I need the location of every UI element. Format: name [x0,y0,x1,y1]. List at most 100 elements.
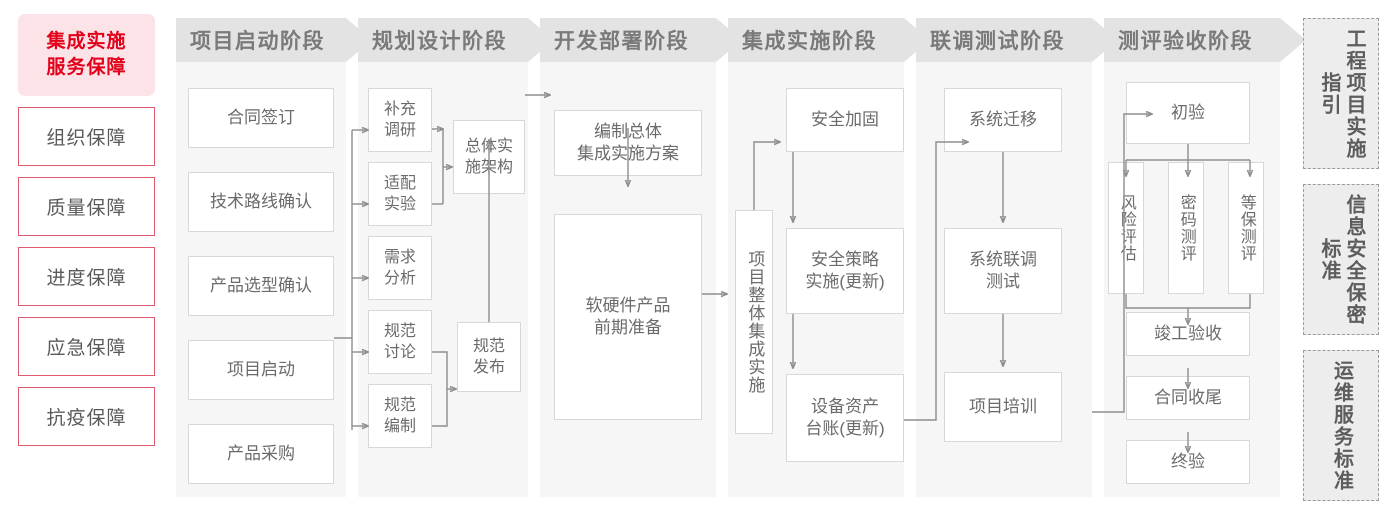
node-label: 密码测评 [1177,194,1195,262]
node-label: 安全策略实施(更新) [805,249,885,291]
node-product-procurement[interactable]: 产品采购 [188,424,334,484]
node-label: 适配实验 [383,174,416,213]
node-label: 项目整体集成实施 [745,250,765,394]
phase-title: 开发部署阶段 [554,30,689,53]
standard-panel-om-service-standard[interactable]: 运维服务标准 [1303,350,1379,501]
node-label: 补充调研 [383,100,416,139]
phase-title: 项目启动阶段 [190,30,325,53]
node-compile-overall-plan[interactable]: 编制总体集成实施方案 [554,110,702,176]
node-crypto-evaluation[interactable]: 密码测评 [1168,162,1204,294]
guarantee-item-organization[interactable]: 组织保障 [18,107,155,166]
hero-title-line2: 服务保障 [46,57,127,78]
node-label: 终验 [1171,451,1205,471]
node-label: 总体实施架构 [464,137,513,176]
node-label: 合同收尾 [1154,387,1222,407]
node-label: 竣工验收 [1154,323,1222,343]
node-label: 等保测评 [1237,194,1255,262]
hero-title: 集成实施 服务保障 [18,14,155,96]
standard-panel-infosec-standard[interactable]: 信息安全保密标准 [1303,184,1379,335]
guarantee-label: 抗疫保障 [46,408,127,429]
node-label: 规范编制 [383,396,416,435]
node-label: 合同签订 [227,107,295,127]
phase-title: 集成实施阶段 [742,30,877,53]
node-supplementary-research[interactable]: 补充调研 [368,88,432,152]
phase-header-plan: 规划设计阶段 [358,18,554,62]
standard-panel-engineering-guideline[interactable]: 工程项目实施指引 [1303,18,1379,169]
node-label: 规范讨论 [383,322,416,361]
node-system-joint-test[interactable]: 系统联调测试 [944,228,1062,314]
phase-header-acceptance: 测评验收阶段 [1104,18,1306,62]
node-project-training[interactable]: 项目培训 [944,372,1062,442]
node-label: 产品采购 [227,443,295,463]
node-product-selection-confirm[interactable]: 产品选型确认 [188,256,334,316]
node-spec-drafting[interactable]: 规范编制 [368,384,432,448]
node-adaptation-experiment[interactable]: 适配实验 [368,162,432,226]
node-asset-ledger[interactable]: 设备资产台账(更新) [786,374,904,462]
node-project-kickoff[interactable]: 项目启动 [188,340,334,400]
phase-title: 测评验收阶段 [1118,30,1253,53]
node-label: 系统迁移 [969,109,1037,129]
node-label: 项目启动 [227,359,295,379]
standard-label: 工程项目实施指引 [1318,27,1365,160]
node-tech-route-confirm[interactable]: 技术路线确认 [188,172,334,232]
node-contract-sign[interactable]: 合同签订 [188,88,334,148]
phase-title: 联调测试阶段 [930,30,1065,53]
node-overall-architecture[interactable]: 总体实施架构 [453,120,525,194]
node-label: 初验 [1171,102,1205,122]
node-preliminary-acceptance[interactable]: 初验 [1126,82,1250,144]
phase-column-joint-test: 联调测试阶段 系统迁移 系统联调测试 项目培训 [916,18,1118,497]
node-label: 规范发布 [472,337,505,376]
phase-header-joint-test: 联调测试阶段 [916,18,1118,62]
node-completion-acceptance[interactable]: 竣工验收 [1126,312,1250,356]
node-label: 需求分析 [383,248,416,287]
node-label: 安全加固 [811,109,879,129]
phase-column-plan: 规划设计阶段 补充调研 适配实验 需求分析 规范讨论 规范编制 总体实施架构 规… [358,18,554,497]
node-label: 风险评估 [1117,194,1135,262]
node-risk-assessment[interactable]: 风险评估 [1108,162,1144,294]
node-security-policy[interactable]: 安全策略实施(更新) [786,228,904,314]
hero-title-line1: 集成实施 [46,31,127,53]
node-grade-protection-evaluation[interactable]: 等保测评 [1228,162,1264,294]
node-system-migration[interactable]: 系统迁移 [944,88,1062,152]
phase-header-dev: 开发部署阶段 [540,18,742,62]
phase-body-start: 合同签订 技术路线确认 产品选型确认 项目启动 产品采购 [176,62,346,497]
node-overall-integration[interactable]: 项目整体集成实施 [735,210,773,434]
guarantee-item-emergency[interactable]: 应急保障 [18,317,155,376]
phase-column-dev: 开发部署阶段 编制总体集成实施方案 软硬件产品前期准备 [540,18,742,497]
phase-column-acceptance: 测评验收阶段 初验 风险评估 密码测评 等保测评 竣工验收 合同收尾 终验 [1104,18,1306,497]
phase-body-dev: 编制总体集成实施方案 软硬件产品前期准备 [540,62,716,497]
node-requirement-analysis[interactable]: 需求分析 [368,236,432,300]
node-label: 项目培训 [969,396,1037,416]
guarantee-item-schedule[interactable]: 进度保障 [18,247,155,306]
node-security-hardening[interactable]: 安全加固 [786,88,904,152]
phase-body-acceptance: 初验 风险评估 密码测评 等保测评 竣工验收 合同收尾 终验 [1104,62,1280,497]
guarantee-panel: 集成实施 服务保障 组织保障 质量保障 进度保障 应急保障 抗疫保障 [18,14,155,446]
standard-label: 运维服务标准 [1330,359,1353,492]
phase-body-integrate: 项目整体集成实施 安全加固 安全策略实施(更新) 设备资产台账(更新) [728,62,904,497]
node-spec-discussion[interactable]: 规范讨论 [368,310,432,374]
phase-header-start: 项目启动阶段 [176,18,372,62]
node-label: 软硬件产品前期准备 [585,295,671,337]
phase-column-start: 项目启动阶段 合同签订 技术路线确认 产品选型确认 项目启动 产品采购 [176,18,372,497]
node-hw-sw-preparation[interactable]: 软硬件产品前期准备 [554,214,702,420]
node-spec-release[interactable]: 规范发布 [457,322,521,392]
node-label: 产品选型确认 [210,275,312,295]
phase-header-integrate: 集成实施阶段 [728,18,930,62]
chevron-right-icon [1280,18,1306,62]
node-label: 系统联调测试 [969,249,1037,291]
guarantee-label: 应急保障 [46,338,127,359]
guarantee-item-quality[interactable]: 质量保障 [18,177,155,236]
guarantee-label: 质量保障 [46,198,127,219]
node-label: 技术路线确认 [210,191,312,211]
node-final-acceptance[interactable]: 终验 [1126,440,1250,484]
node-label: 设备资产台账(更新) [805,396,885,438]
phase-title: 规划设计阶段 [372,30,507,53]
phase-column-integrate: 集成实施阶段 项目整体集成实施 安全加固 安全策略实施(更新) 设备资产台账(更… [728,18,930,497]
guarantee-label: 进度保障 [46,268,127,289]
node-contract-closeout[interactable]: 合同收尾 [1126,376,1250,420]
standard-label: 信息安全保密标准 [1318,193,1365,326]
guarantee-item-epidemic[interactable]: 抗疫保障 [18,387,155,446]
guarantee-label: 组织保障 [46,128,127,149]
phase-body-joint-test: 系统迁移 系统联调测试 项目培训 [916,62,1092,497]
